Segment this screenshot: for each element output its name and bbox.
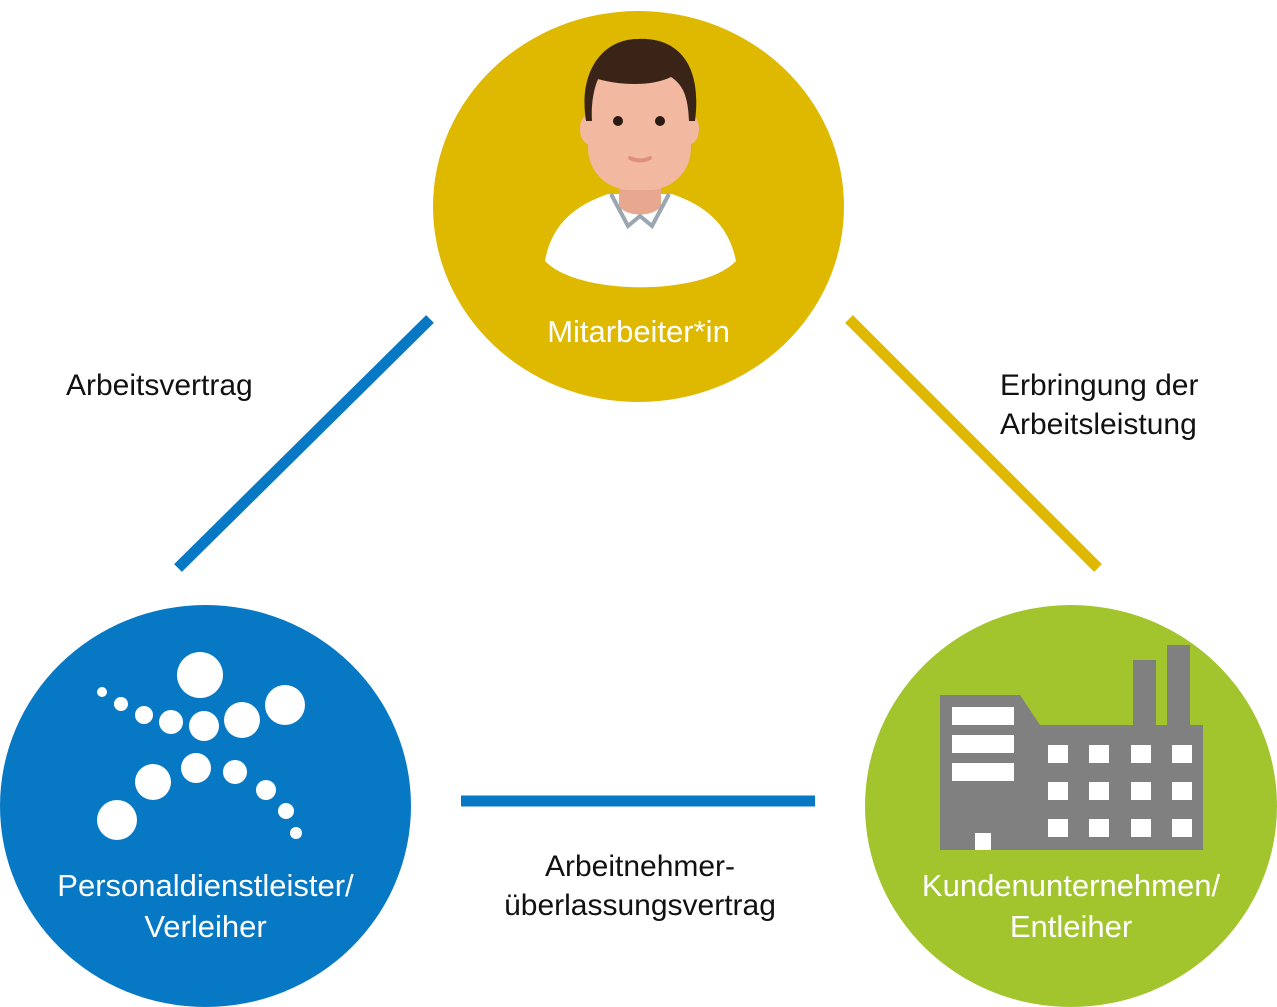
edge-label-right-line2: Arbeitsleistung [1000, 408, 1197, 441]
node-agency-label: Personaldienstleister/ Verleiher [0, 865, 411, 947]
node-client-label-line2: Entleiher [1009, 909, 1133, 944]
edge-label-right: Erbringung der Arbeitsleistung [1000, 366, 1198, 444]
factory-icon [940, 645, 1203, 850]
edge-label-right-line1: Erbringung der [1000, 369, 1199, 402]
dots-logo-icon [97, 652, 305, 840]
edge-line-left [174, 315, 434, 572]
node-employee-label: Mitarbeiter*in [547, 314, 730, 349]
node-agency: Personaldienstleister/ Verleiher [0, 605, 411, 1007]
node-client-label-line1: Kundenunternehmen/ [921, 868, 1221, 903]
node-client-label: Kundenunternehmen/ Entleiher [865, 865, 1277, 947]
edge-label-left: Arbeitsvertrag [66, 369, 253, 402]
node-client: Kundenunternehmen/ Entleiher [865, 605, 1277, 1007]
node-agency-label-line2: Verleiher [144, 909, 267, 944]
edge-label-bottom-line1: Arbeitnehmer- [544, 850, 736, 883]
edge-label-bottom-line2: überlassungsvertrag [504, 889, 776, 922]
edge-line-right [845, 315, 1102, 572]
node-agency-label-line1: Personaldienstleister/ [57, 868, 354, 903]
edge-label-bottom: Arbeitnehmer- überlassungsvertrag [440, 847, 840, 925]
node-employee: Mitarbeiter*in [433, 11, 844, 402]
person-icon [545, 38, 736, 288]
